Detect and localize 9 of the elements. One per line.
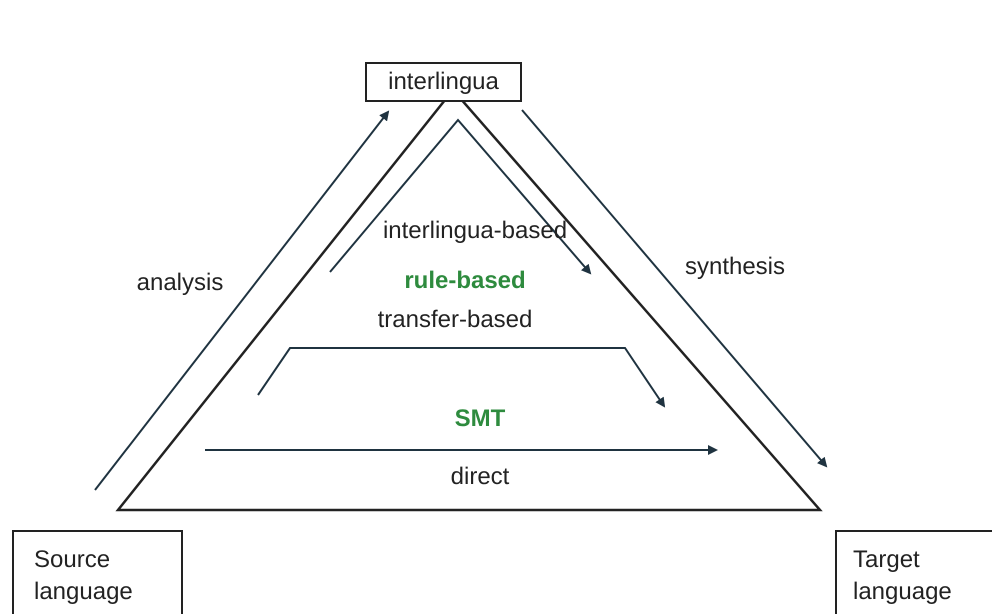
text-box: interlingua	[365, 62, 522, 102]
diagram-label: synthesis	[684, 252, 786, 282]
diagram-label: transfer-based	[376, 305, 534, 335]
text-box: Source language	[12, 530, 183, 614]
diagram-label: direct	[450, 462, 510, 492]
diagram-label: SMT	[454, 404, 506, 434]
diagram-label: rule-based	[403, 266, 527, 296]
text-box: Target language	[835, 530, 992, 614]
diagram-label: analysis	[136, 268, 224, 298]
